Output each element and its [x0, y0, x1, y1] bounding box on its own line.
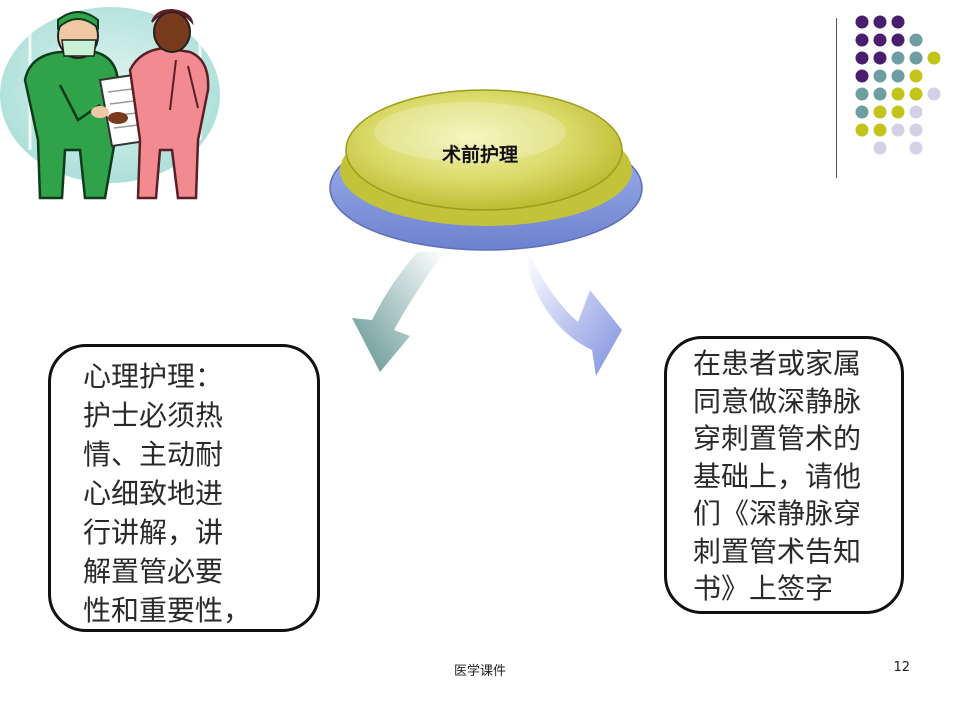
right-line: 刺置管术告知 — [693, 534, 862, 568]
vertical-divider — [836, 18, 837, 178]
decor-dot — [855, 105, 869, 119]
page-number: 12 — [893, 660, 910, 675]
decor-dot — [909, 33, 923, 47]
left-line: 情、主动耐 — [83, 438, 224, 471]
right-line: 们《深静脉穿 — [693, 497, 862, 530]
decor-dot — [855, 33, 869, 47]
center-button-graphic — [329, 89, 643, 251]
left-line: 护士必须热 — [83, 399, 224, 432]
left-line: 解置管必要 — [83, 555, 224, 588]
footer-label: 医学课件 — [453, 664, 506, 679]
decor-dot — [855, 69, 869, 83]
decor-dot — [909, 141, 923, 155]
decor-dot — [909, 87, 923, 101]
decor-dot — [927, 51, 941, 65]
decor-dot — [855, 51, 869, 65]
right-line: 书》上签字 — [693, 572, 834, 605]
decor-dot — [891, 51, 905, 65]
left-line: 性和重要性， — [83, 594, 252, 627]
decor-dot — [909, 105, 923, 119]
decor-dot — [927, 87, 941, 101]
left-line: 心细致地进 — [83, 477, 224, 510]
decor-dot — [891, 87, 905, 101]
left-line: 心理护理： — [83, 360, 224, 393]
decor-dot — [855, 87, 869, 101]
decor-dot — [891, 69, 905, 83]
decor-dot — [873, 51, 887, 65]
dot-grid-decoration — [855, 15, 941, 155]
right-line: 同意做深静脉 — [693, 384, 862, 418]
left-text-box: 心理护理： 护士必须热 情、主动耐 心细致地进 行讲解，讲 解置管必要 性和重要… — [48, 344, 320, 632]
right-text-box: 在患者或家属 同意做深静脉 穿刺置管术的 基础上，请他 们《深静脉穿 刺置管术告… — [664, 336, 904, 614]
decor-dot — [873, 105, 887, 119]
right-line: 基础上，请他 — [693, 459, 862, 493]
decor-dot — [909, 69, 923, 83]
doctor-nurse-clipart — [0, 7, 220, 200]
center-label: 术前护理 — [441, 144, 518, 166]
arrow-left-icon — [352, 252, 444, 372]
decor-dot — [855, 15, 869, 29]
decor-dot — [873, 141, 887, 155]
decor-dot — [891, 15, 905, 29]
decor-dot — [891, 33, 905, 47]
decor-dot — [909, 123, 923, 137]
decor-dot — [891, 123, 905, 137]
decor-dot — [873, 33, 887, 47]
decor-dot — [891, 105, 905, 119]
decor-dot — [873, 69, 887, 83]
decor-dot — [909, 51, 923, 65]
arrow-right-icon — [528, 252, 622, 376]
right-line: 穿刺置管术的 — [693, 422, 862, 455]
left-line: 行讲解，讲 — [83, 516, 224, 549]
decor-dot — [855, 123, 869, 137]
decor-dot — [873, 123, 887, 137]
decor-dot — [873, 87, 887, 101]
decor-dot — [873, 15, 887, 29]
right-line: 在患者或家属 — [693, 347, 862, 380]
